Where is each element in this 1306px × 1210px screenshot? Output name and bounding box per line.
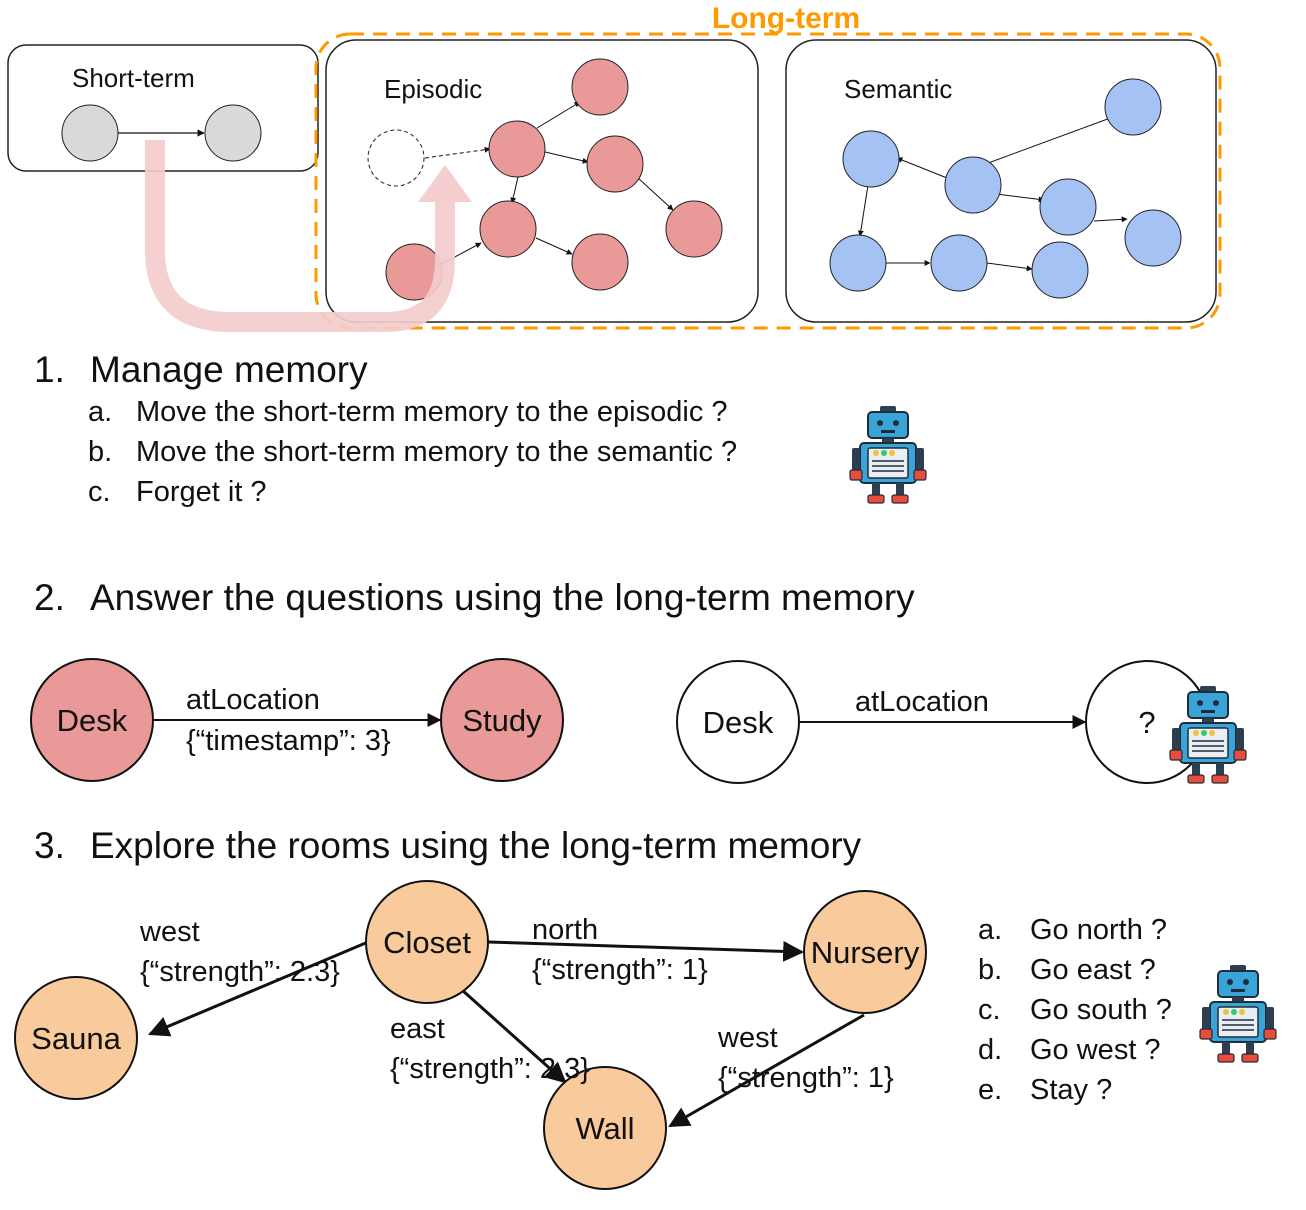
option-marker: b. bbox=[978, 954, 1003, 986]
episodic-node bbox=[571, 233, 629, 291]
edge-attr-west-sauna: {“strength”: 2.3} bbox=[140, 956, 340, 988]
option-marker: d. bbox=[978, 1034, 1003, 1066]
step-1-option[interactable]: a. Move the short-term memory to the epis… bbox=[88, 396, 728, 429]
semantic-node bbox=[842, 130, 900, 188]
option-text: Stay ? bbox=[1030, 1074, 1113, 1106]
room-label-wall: Wall bbox=[575, 1111, 634, 1146]
step-3-title: Explore the rooms using the long-term me… bbox=[90, 825, 862, 866]
room-node-wall bbox=[543, 1066, 667, 1190]
qa-query-subject: Desk bbox=[703, 705, 774, 740]
option-text: Go south ? bbox=[1030, 994, 1172, 1026]
step-2-heading: 2. Answer the questions using the long-te… bbox=[34, 577, 915, 619]
semantic-edges bbox=[857, 116, 1128, 272]
step-1-option[interactable]: b. Move the short-term memory to the sema… bbox=[88, 436, 737, 469]
edge-attr-east: {“strength”: 2.3} bbox=[390, 1053, 590, 1085]
step-3-heading: 3. Explore the rooms using the long-term … bbox=[34, 825, 861, 867]
option-marker: b. bbox=[88, 436, 113, 468]
semantic-node bbox=[930, 234, 988, 292]
room-node-closet bbox=[365, 880, 489, 1004]
step-1-option[interactable]: c. Forget it ? bbox=[88, 476, 267, 509]
episodic-node bbox=[488, 120, 546, 178]
transfer-arrowhead bbox=[418, 165, 472, 202]
qa-known-object: Study bbox=[462, 703, 542, 738]
episodic-panel bbox=[325, 39, 759, 323]
room-label-nursery: Nursery bbox=[811, 935, 920, 970]
semantic-node bbox=[1124, 209, 1182, 267]
qa-known-relation: atLocation bbox=[186, 684, 320, 716]
room-label-closet: Closet bbox=[383, 925, 471, 960]
robot-icon bbox=[1199, 964, 1277, 1063]
episodic-node bbox=[479, 200, 537, 258]
option-text: Forget it ? bbox=[136, 476, 267, 508]
long-term-border bbox=[314, 32, 1222, 330]
semantic-node bbox=[1104, 78, 1162, 136]
room-edges bbox=[148, 940, 865, 1128]
step-3-number: 3. bbox=[34, 825, 65, 866]
step-3-option[interactable]: b. Go east ? bbox=[978, 954, 1156, 987]
option-text: Move the short-term memory to the semant… bbox=[136, 436, 738, 468]
edge-label-west-sauna: west bbox=[139, 916, 200, 948]
step-2-number: 2. bbox=[34, 577, 65, 618]
step-2-title: Answer the questions using the long-term… bbox=[90, 577, 915, 618]
semantic-node bbox=[1031, 241, 1089, 299]
option-marker: c. bbox=[88, 476, 111, 508]
step-1-heading: 1. Manage memory bbox=[34, 349, 368, 391]
edge-label-west-wall: west bbox=[717, 1022, 778, 1054]
short-term-label: Short-term bbox=[72, 63, 195, 93]
room-node-nursery bbox=[803, 890, 927, 1014]
option-marker: a. bbox=[88, 396, 113, 428]
qa-known-attribute: {“timestamp”: 3} bbox=[186, 725, 391, 757]
qa-query-relation: atLocation bbox=[855, 686, 989, 718]
step-3-option[interactable]: d. Go west ? bbox=[978, 1034, 1161, 1067]
option-text: Go north ? bbox=[1030, 914, 1168, 946]
episodic-label: Episodic bbox=[384, 74, 482, 104]
step-3-option[interactable]: e. Stay ? bbox=[978, 1074, 1112, 1107]
edge-attr-north: {“strength”: 1} bbox=[532, 954, 708, 986]
episodic-node bbox=[571, 58, 629, 116]
step-1-title: Manage memory bbox=[90, 349, 368, 390]
qa-known-object-node bbox=[440, 658, 564, 782]
qa-query-object: ? bbox=[1138, 705, 1155, 740]
semantic-node bbox=[944, 156, 1002, 214]
long-term-label: Long-term bbox=[712, 2, 860, 35]
option-text: Go east ? bbox=[1030, 954, 1156, 986]
option-text: Go west ? bbox=[1030, 1034, 1161, 1066]
episodic-edges bbox=[424, 101, 674, 268]
room-node-sauna bbox=[14, 976, 138, 1100]
episodic-new-node bbox=[367, 129, 425, 187]
room-label-sauna: Sauna bbox=[31, 1021, 121, 1056]
option-text: Move the short-term memory to the episod… bbox=[136, 396, 728, 428]
episodic-node bbox=[586, 135, 644, 193]
robot-icon bbox=[849, 405, 927, 504]
short-term-node bbox=[61, 104, 119, 162]
qa-known-subject-node bbox=[30, 658, 154, 782]
edge-label-north: north bbox=[532, 914, 598, 946]
transfer-arrow bbox=[145, 140, 455, 332]
step-1-number: 1. bbox=[34, 349, 65, 390]
semantic-label: Semantic bbox=[844, 74, 952, 104]
option-marker: e. bbox=[978, 1074, 1003, 1106]
qa-query-subject-node bbox=[676, 660, 800, 784]
step-3-option[interactable]: c. Go south ? bbox=[978, 994, 1172, 1027]
episodic-node bbox=[665, 200, 723, 258]
edge-attr-west-wall: {“strength”: 1} bbox=[718, 1062, 894, 1094]
step-3-option[interactable]: a. Go north ? bbox=[978, 914, 1167, 947]
option-marker: c. bbox=[978, 994, 1001, 1026]
short-term-node bbox=[204, 104, 262, 162]
edge-label-east: east bbox=[390, 1013, 445, 1045]
semantic-node bbox=[829, 234, 887, 292]
semantic-node bbox=[1039, 178, 1097, 236]
option-marker: a. bbox=[978, 914, 1003, 946]
qa-known-subject: Desk bbox=[57, 703, 128, 738]
